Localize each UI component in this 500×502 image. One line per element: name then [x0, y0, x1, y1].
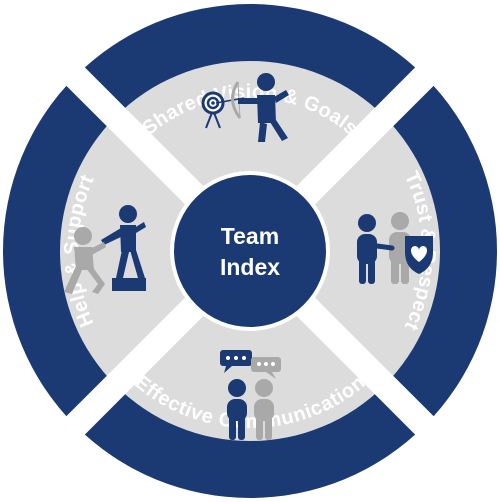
shield-heart-people-icon	[357, 212, 433, 284]
center-title-line2: Index	[220, 254, 280, 280]
chat-people-icon	[220, 350, 281, 440]
archer-target-icon	[201, 73, 289, 142]
center-circle	[174, 175, 326, 327]
center-title-line1: Team	[221, 223, 279, 249]
helping-hand-icon	[64, 205, 146, 294]
